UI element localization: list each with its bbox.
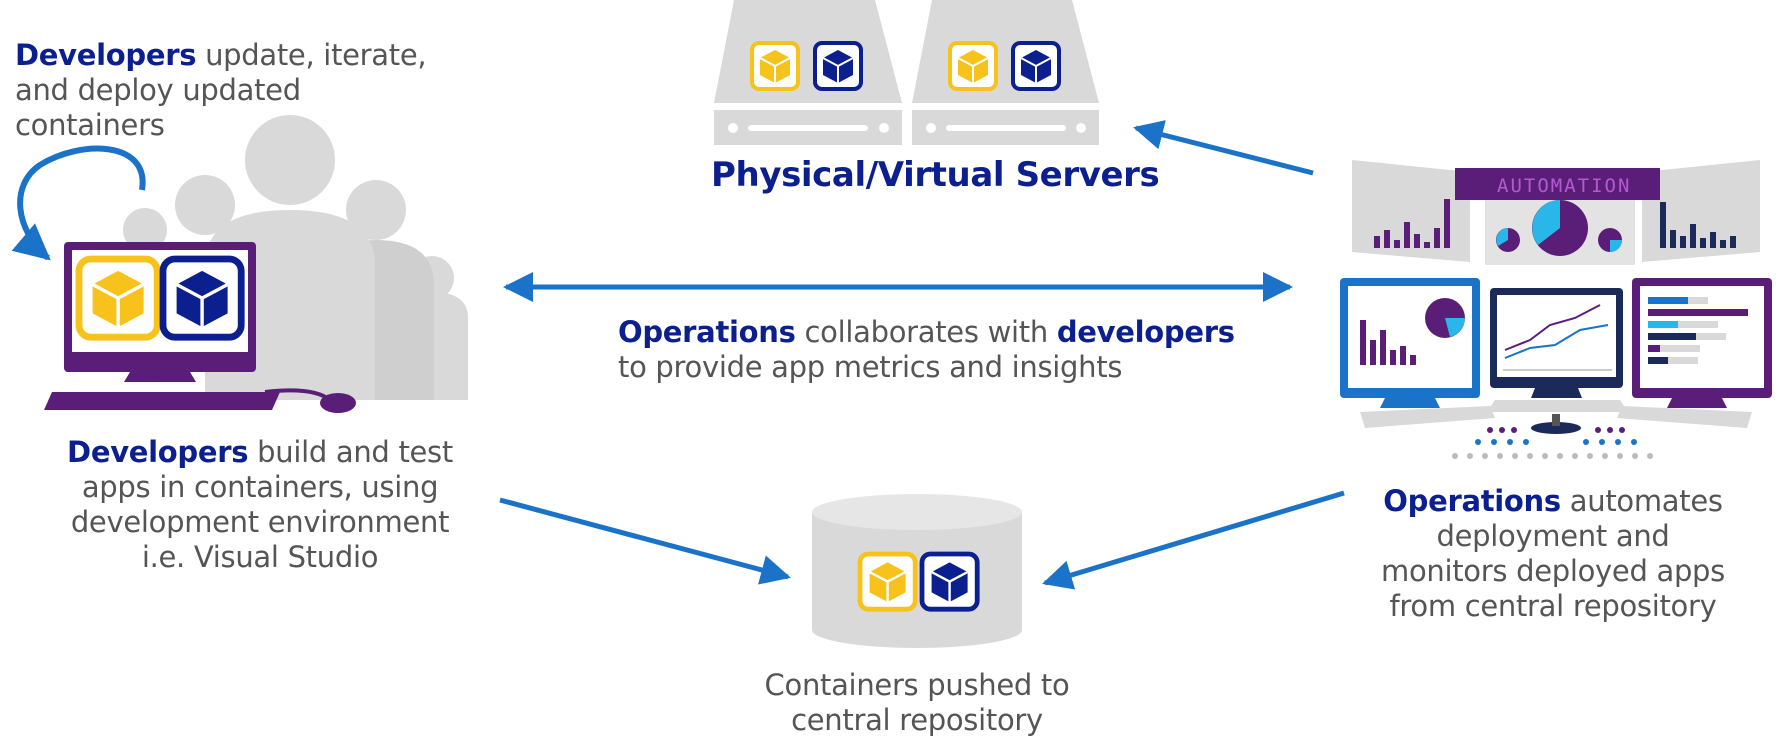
dev-bottom-bold: Developers (67, 435, 249, 469)
ops-right-bold: Operations (1383, 484, 1561, 518)
dev-to-repo-arrow (499, 497, 791, 585)
iterate-loop-arrow (11, 145, 146, 261)
servers-title: Physical/Virtual Servers (711, 155, 1160, 195)
ops-right-line3: monitors deployed apps (1381, 554, 1725, 588)
repository-cylinder-icon (812, 494, 1022, 648)
ops-right-line1: automates (1560, 484, 1723, 518)
dev-top-line2: and deploy updated (15, 73, 301, 107)
repo-line2: central repository (791, 703, 1043, 737)
ops-to-servers-arrow (1133, 120, 1314, 176)
dev-top-caption: Developers update, iterate, and deploy u… (15, 38, 427, 143)
dev-bottom-line1: build and test (248, 435, 453, 469)
dev-top-bold: Developers (15, 38, 197, 72)
ops-right-line2: deployment and (1436, 519, 1670, 553)
dev-bottom-line3: development environment (70, 505, 450, 539)
ops-collab-line2: to provide app metrics and insights (618, 350, 1123, 384)
dev-bottom-line2: apps in containers, using (81, 470, 439, 504)
dev-bottom-line4: i.e. Visual Studio (141, 540, 379, 574)
repo-line1: Containers pushed to (764, 668, 1070, 702)
ops-collab-caption: Operations collaborates with developers … (618, 315, 1235, 385)
ops-to-repo-arrow (1042, 490, 1345, 590)
ops-collab-mid: collaborates with (795, 315, 1057, 349)
ops-right-line4: from central repository (1389, 589, 1717, 623)
operations-dashboard-icon: AUTOMATION (1340, 160, 1772, 459)
repo-caption: Containers pushed to central repository (717, 668, 1117, 738)
automation-sign-text: AUTOMATION (1497, 175, 1631, 197)
ops-collab-bold2: developers (1056, 315, 1235, 349)
ops-right-caption: Operations automates deployment and moni… (1343, 484, 1763, 624)
dev-bottom-caption: Developers build and test apps in contai… (40, 435, 480, 575)
server-left-icon (714, 0, 902, 145)
dev-top-line3: containers (15, 108, 165, 142)
ops-collab-bold1: Operations (618, 315, 796, 349)
developer-computer-icon (44, 242, 356, 413)
dev-top-line1: update, iterate, (196, 38, 427, 72)
server-right-icon (912, 0, 1099, 145)
